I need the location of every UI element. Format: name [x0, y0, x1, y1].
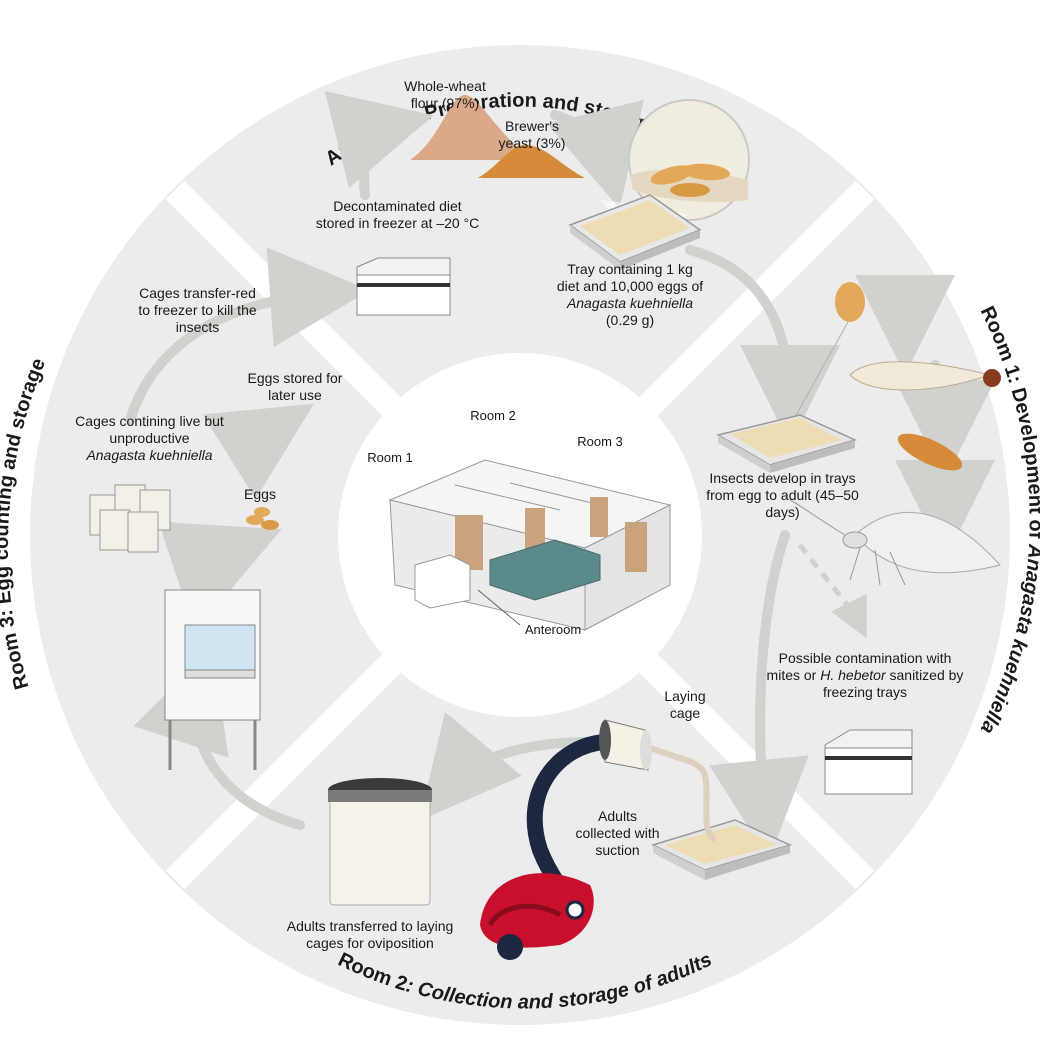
larva-icon: [849, 361, 1001, 391]
laying-cage-label: Laying cage: [664, 688, 706, 721]
laying-cage-icon: [599, 719, 652, 771]
jars-cluster-icon: [89, 484, 171, 553]
room2-floorplan-label: Room 2: [470, 408, 516, 423]
contamination-label: Possible contamination with mites or H. …: [766, 650, 964, 700]
oviposition-jar-icon: [328, 778, 432, 906]
building-floorplan-icon: [388, 459, 672, 631]
flour-label: Whole-wheat flour (97%): [404, 78, 486, 111]
sanitize-freezer-icon: [824, 729, 913, 795]
flour-pile-icon: [410, 95, 535, 160]
room1-floorplan-label: Room 1: [367, 450, 413, 465]
eggs-label: Eggs: [244, 486, 276, 502]
eggs-icon: [246, 507, 279, 530]
yeast-label: Brewer's yeast (3%): [498, 118, 566, 151]
room3-floorplan-label: Room 3: [577, 434, 623, 449]
decontaminated-label: Decontaminated diet stored in freezer at…: [315, 198, 480, 231]
insects-develop-label: Insects develop in trays from egg to adu…: [706, 470, 859, 520]
diet-tray-icon: [568, 194, 702, 270]
vacuum-cleaner-icon: [480, 873, 594, 960]
tray-label: Tray containing 1 kg diet and 10,000 egg…: [556, 261, 704, 328]
moth-icon: [789, 499, 1001, 586]
anteroom-floorplan-label: Anteroom: [524, 622, 582, 637]
egg-stage-icon: [835, 282, 865, 322]
flow-arrows: [125, 91, 995, 860]
freezer-icon: [356, 257, 451, 316]
eggs-stored-label: Eggs stored for later use: [247, 370, 343, 403]
collection-tray-icon: [650, 819, 793, 880]
cages-transferred-label: Cages transfer-red to freezer to kill th…: [138, 285, 257, 335]
adults-transferred-label: Adults transferred to laying cages for o…: [286, 918, 454, 951]
adults-collected-label: Adults collected with suction: [575, 808, 660, 858]
dashed-contamination-arrow: [798, 543, 867, 639]
yeast-pile-icon: [478, 145, 585, 178]
suction-hose-thin: [646, 744, 718, 843]
pupa-icon: [897, 433, 963, 471]
laminar-hood-icon: [164, 589, 261, 770]
magnified-eggs-icon: [628, 99, 750, 221]
development-tray-icon: [716, 414, 858, 473]
